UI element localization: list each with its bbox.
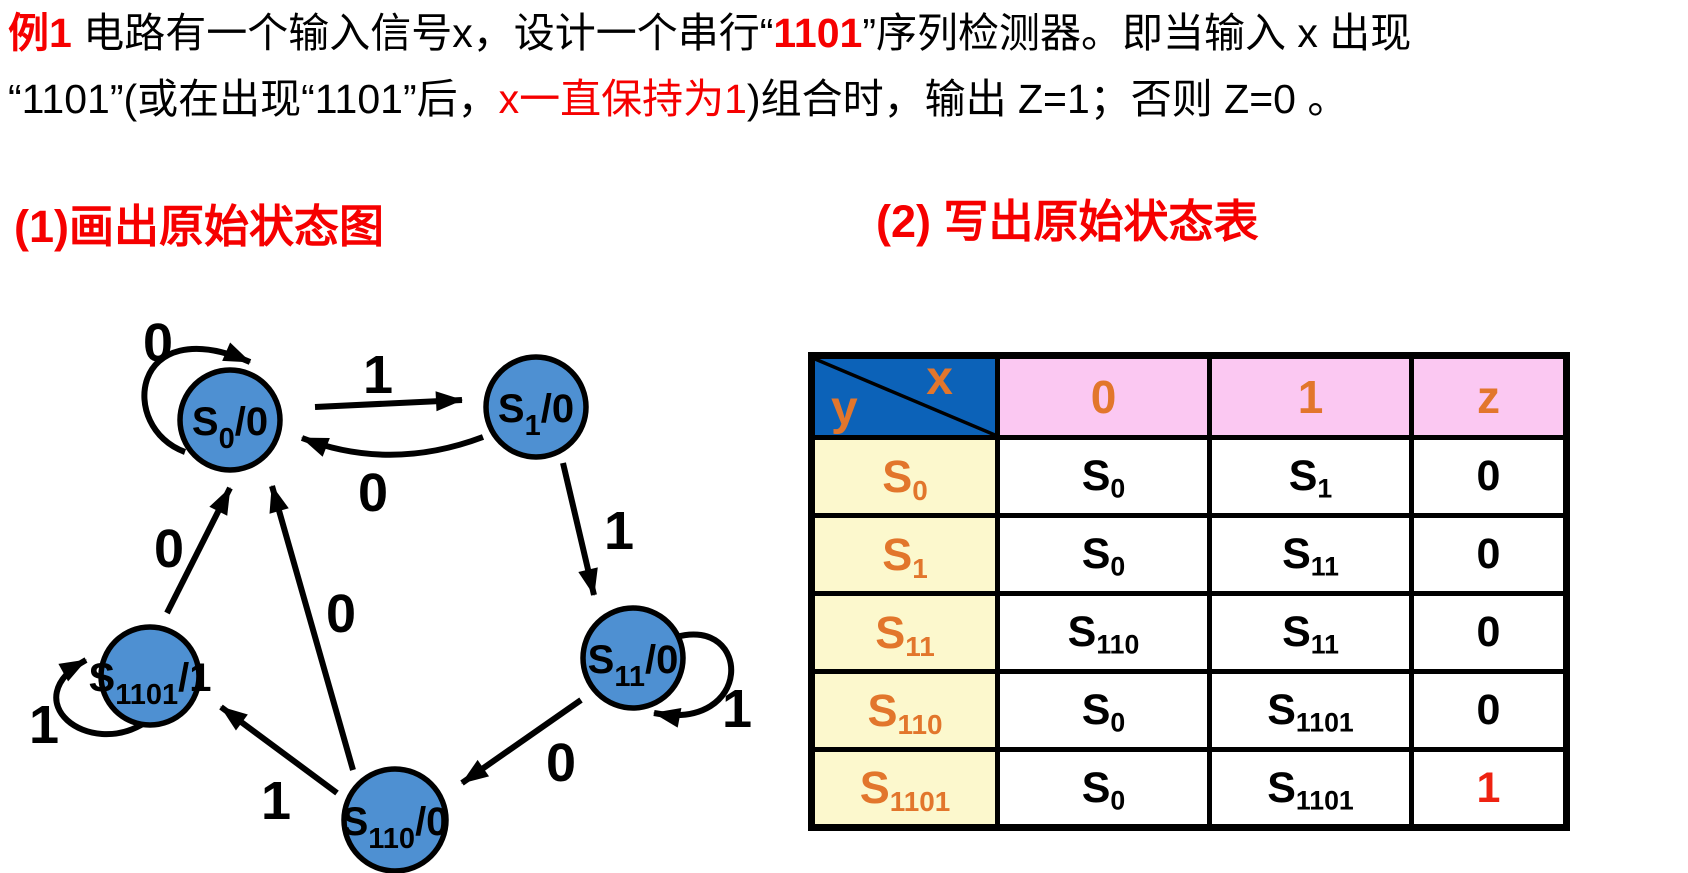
next-state-x1: S11 [1207, 513, 1414, 596]
output-z: 0 [1409, 513, 1569, 596]
state-label-S1: S1/0 [498, 387, 574, 442]
problem-statement: 例1 电路有一个输入信号x，设计一个串行“1101”序列检测器。即当输入 x 出… [8, 0, 1411, 132]
title-segment: “1101”(或在出现“1101”后， [8, 76, 499, 122]
next-state-x1: S11 [1207, 591, 1414, 674]
state-label-S110: S110/0 [342, 800, 449, 855]
next-state-x1: S1 [1207, 435, 1414, 518]
transition-S1101-S0 [164, 486, 233, 615]
transition-S1-S11 [560, 462, 598, 596]
transition-label-S110-S1101: 1 [261, 771, 291, 831]
transition-label-S11-S11: 1 [722, 679, 752, 739]
transition-label-S110-S0: 0 [326, 584, 356, 644]
transition-S1101-S1101 [53, 657, 148, 737]
transition-label-S1-S0: 0 [358, 463, 388, 523]
state-node-S110 [341, 766, 449, 873]
title-segment: 例1 [8, 10, 72, 56]
row-label: S11 [809, 591, 1000, 674]
title-segment: 1101 [773, 10, 863, 56]
title-segment: ”序列检测器。即当输入 x 出现 [862, 10, 1412, 56]
output-z: 0 [1409, 591, 1569, 674]
corner-cell: x y [809, 353, 1000, 440]
next-state-x0: S0 [995, 513, 1212, 596]
next-state-x1: S1101 [1207, 747, 1414, 830]
transition-S110-S1101 [219, 704, 339, 796]
col-header-z: z [1409, 353, 1569, 440]
output-z: 1 [1409, 747, 1569, 830]
title-segment: )组合时，输出 Z=1；否则 Z=0 。 [746, 76, 1349, 122]
transition-S1-S0 [300, 434, 485, 458]
corner-y-label: y [831, 382, 858, 435]
problem-line-2: “1101”(或在出现“1101”后，x一直保持为1)组合时，输出 Z=1；否则… [8, 66, 1411, 132]
problem-line-1: 例1 电路有一个输入信号x，设计一个串行“1101”序列检测器。即当输入 x 出… [8, 0, 1411, 66]
transition-S11-S11 [653, 631, 735, 728]
row-label: S0 [809, 435, 1000, 518]
state-node-S0 [177, 367, 283, 473]
state-node-S1 [483, 354, 589, 460]
state-label-S11: S11/0 [588, 638, 679, 693]
col-header-1: 1 [1207, 353, 1414, 440]
section-1-heading: (1)画出原始状态图 [14, 201, 384, 252]
transition-S11-S110 [460, 697, 583, 786]
transition-label-S0-S1: 1 [363, 345, 393, 405]
row-label: S1101 [809, 747, 1000, 830]
output-z: 0 [1409, 435, 1569, 518]
state-label-S1101: S1101/1 [89, 656, 212, 711]
next-state-x0: S0 [995, 669, 1212, 752]
row-label: S110 [809, 669, 1000, 752]
state-node-S1101 [98, 624, 202, 728]
state-node-S11 [580, 605, 686, 711]
corner-x-label: x [926, 355, 953, 405]
section-2-heading: (2) 写出原始状态表 [876, 196, 1259, 247]
state-label-S0: S0/0 [192, 400, 268, 455]
row-label: S1 [809, 513, 1000, 596]
title-segment: 电路有一个输入信号x，设计一个串行“ [71, 10, 774, 56]
corner-diagonal [815, 359, 995, 435]
output-z: 0 [1409, 669, 1569, 752]
transition-S110-S0 [269, 485, 356, 771]
next-state-x0: S0 [995, 747, 1212, 830]
title-segment: x一直保持为1 [498, 76, 747, 122]
col-header-0: 0 [995, 353, 1212, 440]
next-state-x0: S0 [995, 435, 1212, 518]
transition-label-S1101-S1101: 1 [29, 695, 59, 755]
transition-label-S1101-S0: 0 [154, 519, 184, 579]
transition-S0-S0 [141, 342, 252, 455]
transition-label-S11-S110: 0 [546, 733, 576, 793]
next-state-x0: S110 [995, 591, 1212, 674]
next-state-x1: S1101 [1207, 669, 1414, 752]
transition-label-S0-S0: 0 [143, 313, 173, 373]
transition-label-S1-S11: 1 [604, 501, 634, 561]
transition-S0-S1 [314, 391, 463, 412]
